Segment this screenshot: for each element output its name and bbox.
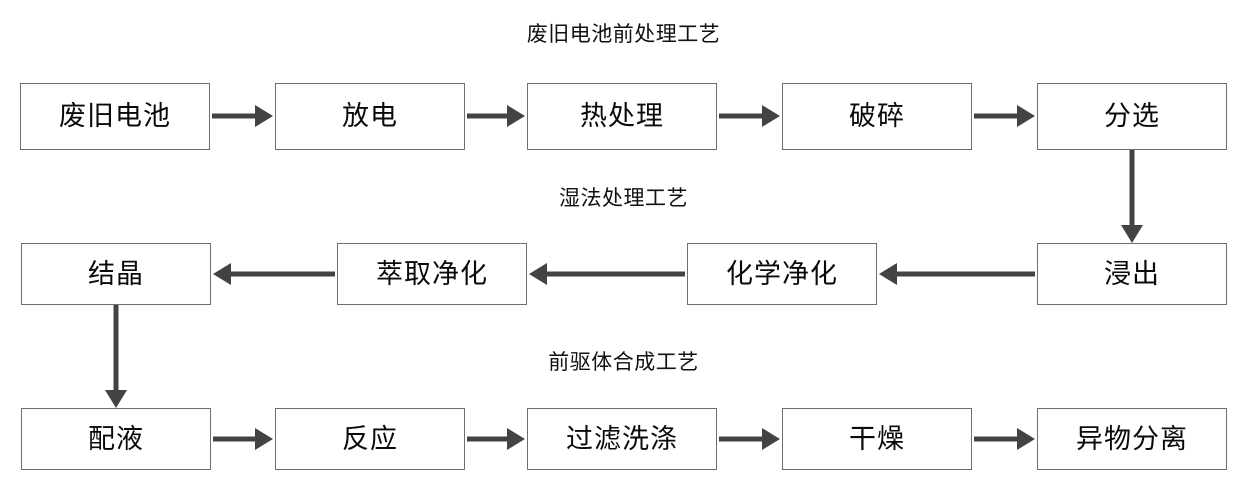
arrow-head (879, 263, 897, 285)
node-waste-battery[interactable]: 废旧电池 (20, 83, 210, 150)
node-foreign-matter-separation[interactable]: 异物分离 (1037, 408, 1227, 470)
arrow-head (213, 263, 231, 285)
arrow-shaft (467, 436, 509, 442)
node-heat-treatment[interactable]: 热处理 (527, 83, 717, 150)
section-title-pretreatment: 废旧电池前处理工艺 (526, 22, 721, 46)
arrow-head (255, 428, 273, 450)
arrow-shaft (113, 305, 119, 390)
node-crushing[interactable]: 破碎 (782, 83, 972, 150)
node-reaction[interactable]: 反应 (275, 408, 465, 470)
arrow-head (1017, 428, 1035, 450)
node-leaching[interactable]: 浸出 (1037, 243, 1227, 305)
node-crystallization[interactable]: 结晶 (21, 243, 211, 305)
arrow-shaft (467, 113, 509, 119)
arrow-head (762, 428, 780, 450)
node-drying[interactable]: 干燥 (782, 408, 972, 470)
arrow-shaft (719, 113, 764, 119)
arrow-head (1121, 225, 1143, 243)
arrow-shaft (1129, 150, 1135, 225)
arrow-shaft (893, 271, 1035, 277)
arrow-shaft (543, 271, 685, 277)
arrow-shaft (719, 436, 764, 442)
node-filtration-washing[interactable]: 过滤洗涤 (527, 408, 717, 470)
arrow-head (1017, 105, 1035, 127)
section-title-precursor-synthesis: 前驱体合成工艺 (548, 350, 699, 374)
node-solution-preparation[interactable]: 配液 (21, 408, 211, 470)
arrow-head (507, 105, 525, 127)
arrow-head (507, 428, 525, 450)
section-title-hydrometallurgy: 湿法处理工艺 (559, 186, 688, 210)
arrow-head (529, 263, 547, 285)
arrow-shaft (974, 436, 1019, 442)
node-discharge[interactable]: 放电 (275, 83, 465, 150)
arrow-shaft (227, 271, 335, 277)
node-sorting[interactable]: 分选 (1037, 83, 1227, 150)
arrow-shaft (974, 113, 1019, 119)
node-chemical-purification[interactable]: 化学净化 (687, 243, 877, 305)
arrow-head (105, 390, 127, 408)
arrow-head (255, 105, 273, 127)
arrow-shaft (212, 113, 257, 119)
arrow-head (762, 105, 780, 127)
arrow-shaft (213, 436, 257, 442)
node-extraction-purification[interactable]: 萃取净化 (337, 243, 527, 305)
